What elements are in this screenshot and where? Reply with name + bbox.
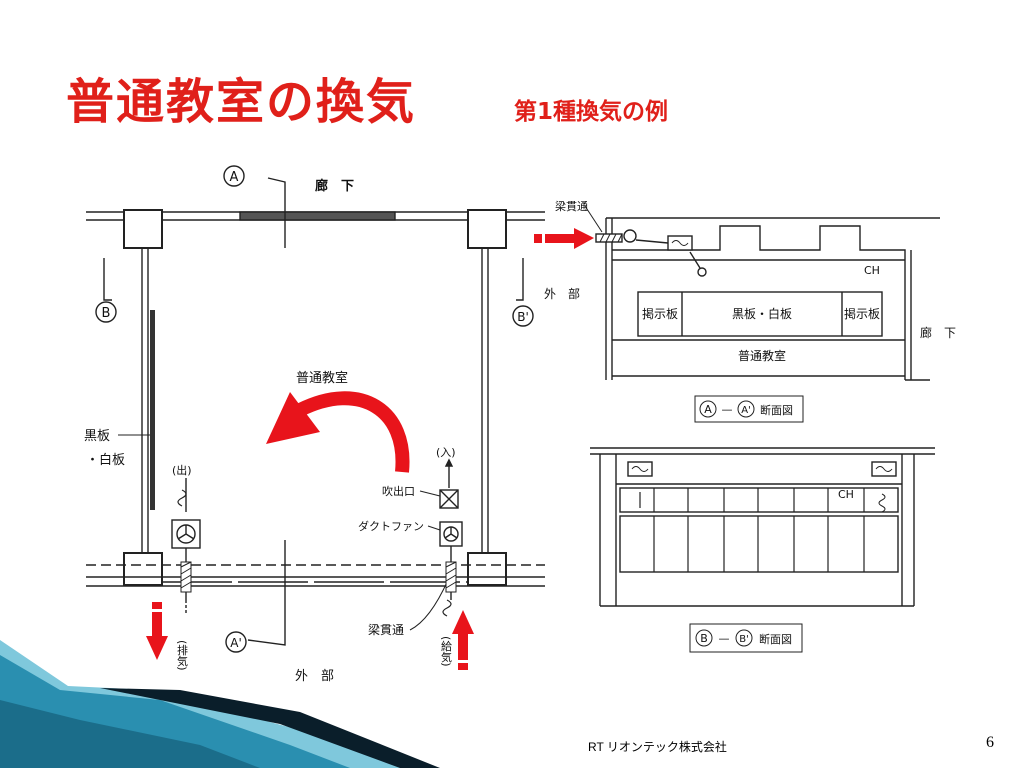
airflow-curve-arrow: [266, 391, 410, 473]
beam-duct-hatch: [180, 561, 457, 593]
bulletin-right: 掲示板: [844, 306, 880, 321]
section-a: [595, 217, 940, 381]
plan-room-label: 普通教室: [296, 370, 348, 386]
plan-outside-right-label: 外 部: [544, 286, 580, 301]
caption-a-dash: —: [722, 403, 733, 416]
caption-a-text: 断面図: [760, 403, 793, 417]
plan-outside-bottom-label: 外 部: [295, 669, 334, 684]
caption-b-prime: B': [739, 634, 749, 645]
caption-b: B: [700, 632, 708, 645]
corner-swoosh: [0, 640, 440, 768]
duct-fan-icon: [439, 458, 463, 617]
section-b-ch-label: CH: [838, 488, 854, 501]
section-a-ch-label: CH: [864, 264, 880, 277]
exhaust-out-label: (出): [172, 463, 192, 477]
plan-board-label-2: ・白板: [86, 452, 125, 468]
marker-b: B: [102, 306, 111, 321]
section-b-window-mullions: [639, 488, 886, 572]
plan-board-label-1: 黒板: [84, 429, 110, 444]
section-a-caption-box: [694, 395, 804, 423]
caption-a-prime: A': [741, 405, 751, 416]
bulletin-left: 掲示板: [642, 306, 678, 321]
marker-b-prime: B': [517, 310, 529, 324]
blackboard-label: 黒板・白板: [732, 306, 792, 321]
slide-subtitle: 第1種換気の例: [514, 99, 669, 125]
footer-company: RT リオンテック株式会社: [588, 740, 727, 754]
caption-b-text: 断面図: [759, 632, 792, 646]
page-number: 6: [986, 734, 994, 751]
plan-markers: [95, 165, 534, 653]
section-b-caption-box: [689, 623, 803, 653]
floor-plan: [68, 177, 550, 686]
supply-arrow: [452, 610, 474, 670]
section-a-beam-label: 梁貫通: [555, 199, 588, 213]
outlet-label: 吹出口: [382, 484, 415, 498]
supply-label: (給気): [440, 636, 453, 667]
exhaust-label: (排気): [176, 640, 189, 671]
section-b: [590, 447, 935, 607]
beam-label: 梁貫通: [368, 622, 404, 637]
duct-fan-label: ダクトファン: [358, 519, 424, 533]
caption-a: A: [704, 403, 712, 416]
caption-b-dash: —: [719, 632, 730, 645]
supply-in-label: (入): [436, 446, 456, 459]
marker-a: A: [230, 170, 239, 185]
section-a-supply-arrow: [534, 228, 594, 249]
section-a-room-label: 普通教室: [738, 348, 786, 363]
exhaust-arrow: [146, 602, 168, 660]
marker-a-prime: A': [230, 636, 242, 650]
slide-title: 普通教室の換気: [66, 74, 417, 130]
plan-corridor-label: 廊 下: [315, 178, 354, 194]
section-a-corridor-label: 廊 下: [920, 325, 956, 340]
